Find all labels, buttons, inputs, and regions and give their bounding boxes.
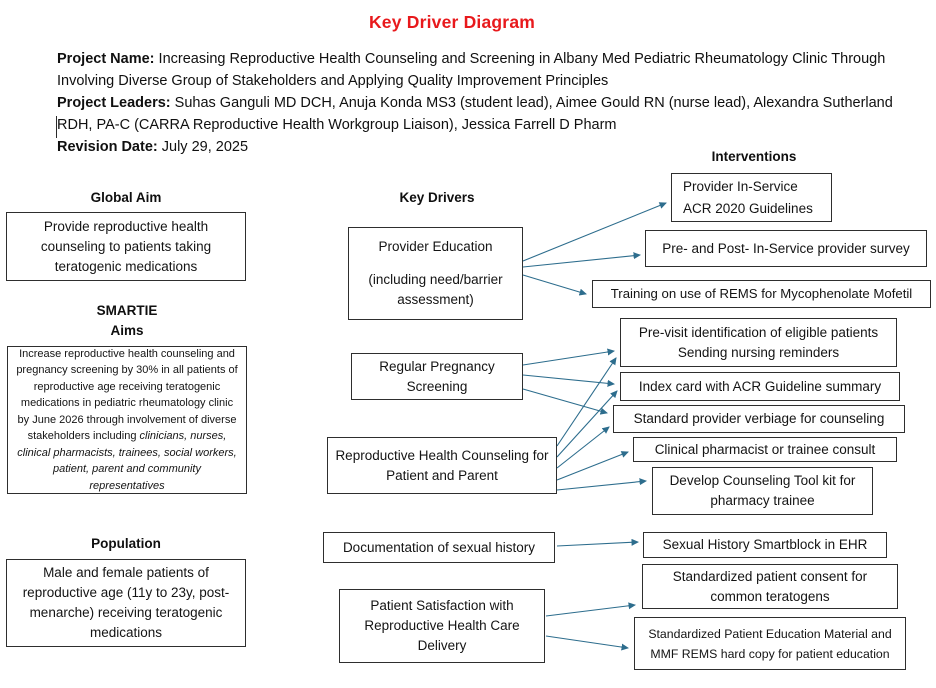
documentation-text: Documentation of sexual history <box>342 539 536 555</box>
smartie-aims-box: Increase reproductive health counseling … <box>7 346 247 494</box>
global-aim-header: Global Aim <box>90 190 162 205</box>
provider-education-title: Provider Education <box>378 239 493 254</box>
arrow-reproductive-counseling-to-clinical-pharmacist <box>556 451 629 481</box>
intervention-standard-verbiage-box: Standard provider verbiage for counselin… <box>613 405 905 433</box>
arrow-reproductive-counseling-to-develop-toolkit <box>556 478 647 491</box>
index-card-text: Index card with ACR Guideline summary <box>638 378 882 394</box>
intervention-index-card-box: Index card with ACR Guideline summary <box>620 372 900 401</box>
arrow-regular-pregnancy-to-previsit <box>522 348 615 366</box>
project-leaders-label: Project Leaders: <box>57 95 171 111</box>
project-name-line: Project Name: Increasing Reproductive He… <box>57 48 919 92</box>
project-name-text: Increasing Reproductive Health Counselin… <box>57 51 886 89</box>
patient-satisfaction-text: Patient Satisfaction with Reproductive H… <box>364 598 520 653</box>
intervention-training-rems-box: Training on use of REMS for Mycophenolat… <box>592 280 931 308</box>
population-text: Male and female patients of reproductive… <box>22 565 230 640</box>
provider-inservice-line1: Provider In-Service <box>683 178 798 194</box>
smartie-header-line1: SMARTIE <box>96 303 158 318</box>
provider-education-sub: (including need/barrier assessment) <box>368 272 503 307</box>
driver-patient-satisfaction-box: Patient Satisfaction with Reproductive H… <box>339 589 545 663</box>
arrow-regular-pregnancy-to-index-card <box>522 374 615 387</box>
arrow-patient-satisfaction-to-patient-consent <box>545 602 636 617</box>
driver-documentation-box: Documentation of sexual history <box>323 532 555 563</box>
revision-date-line: Revision Date: July 29, 2025 <box>57 136 919 158</box>
smartie-aims-text: Increase reproductive health counseling … <box>14 346 240 495</box>
global-aim-box: Provide reproductive health counseling t… <box>6 212 246 281</box>
smartie-header-line2: Aims <box>110 323 144 338</box>
arrow-regular-pregnancy-to-standard-verbiage <box>522 388 608 415</box>
driver-regular-pregnancy-box: Regular Pregnancy Screening <box>351 353 523 400</box>
prepost-survey-text: Pre- and Post- In-Service provider surve… <box>662 240 910 256</box>
regular-pregnancy-text: Regular Pregnancy Screening <box>379 358 495 394</box>
arrow-reproductive-counseling-to-previsit <box>556 357 617 447</box>
project-leaders-text: Suhas Ganguli MD DCH, Anuja Konda MS3 (s… <box>57 95 893 133</box>
project-info: Project Name: Increasing Reproductive He… <box>57 48 919 158</box>
intervention-previsit-box: Pre-visit identification of eligible pat… <box>620 318 897 367</box>
page-title: Key Driver Diagram <box>368 12 536 32</box>
patient-consent-text: Standardized patient consent for common … <box>672 568 868 604</box>
driver-reproductive-counseling-box: Reproductive Health Counseling for Patie… <box>327 437 557 494</box>
smartie-aims-text-italic: clinicians, nurses, clinical pharmacists… <box>17 430 237 492</box>
smartblock-text: Sexual History Smartblock in EHR <box>662 537 868 552</box>
population-header: Population <box>91 536 161 551</box>
clinical-pharmacist-text: Clinical pharmacist or trainee consult <box>654 441 876 457</box>
project-leaders-line: Project Leaders: Suhas Ganguli MD DCH, A… <box>57 92 919 136</box>
arrow-documentation-to-smartblock <box>556 538 639 547</box>
driver-provider-education-box: Provider Education (including need/barri… <box>348 227 523 320</box>
intervention-smartblock-box: Sexual History Smartblock in EHR <box>643 532 887 558</box>
revision-date-label: Revision Date: <box>57 139 158 155</box>
interventions-header: Interventions <box>711 149 797 164</box>
patient-education-text: Standardized Patient Education Material … <box>648 626 892 661</box>
smartie-aims-header: SMARTIE Aims <box>7 301 247 341</box>
intervention-prepost-survey-box: Pre- and Post- In-Service provider surve… <box>645 230 927 267</box>
key-drivers-header: Key Drivers <box>399 190 475 205</box>
arrow-reproductive-counseling-to-standard-verbiage <box>556 426 610 469</box>
global-aim-text: Provide reproductive health counseling t… <box>40 218 212 274</box>
develop-toolkit-text: Develop Counseling Tool kit for pharmacy… <box>669 473 856 508</box>
arrow-reproductive-counseling-to-index-card <box>556 390 618 458</box>
intervention-develop-toolkit-box: Develop Counseling Tool kit for pharmacy… <box>652 467 873 515</box>
arrow-patient-satisfaction-to-patient-education <box>545 635 629 651</box>
intervention-provider-inservice-box: Provider In-Service ACR 2020 Guidelines <box>671 173 832 222</box>
reproductive-counseling-text: Reproductive Health Counseling for Patie… <box>335 447 549 483</box>
project-name-label: Project Name: <box>57 51 155 67</box>
revision-date-text: July 29, 2025 <box>157 139 249 155</box>
arrow-provider-education-to-prepost-survey <box>522 252 641 268</box>
intervention-patient-education-box: Standardized Patient Education Material … <box>634 617 906 670</box>
intervention-clinical-pharmacist-box: Clinical pharmacist or trainee consult <box>633 437 897 462</box>
text-cursor <box>56 116 57 138</box>
provider-inservice-line2: ACR 2020 Guidelines <box>683 200 813 216</box>
standard-verbiage-text: Standard provider verbiage for counselin… <box>633 411 885 426</box>
training-rems-text: Training on use of REMS for Mycophenolat… <box>610 286 913 301</box>
arrow-provider-education-to-training-rems <box>522 274 587 296</box>
smartie-aims-text-normal: Increase reproductive health counseling … <box>16 347 238 443</box>
population-box: Male and female patients of reproductive… <box>6 559 246 647</box>
previsit-line1: Pre-visit identification of eligible pat… <box>638 324 879 340</box>
intervention-patient-consent-box: Standardized patient consent for common … <box>642 564 898 609</box>
previsit-line2: Sending nursing reminders <box>677 344 840 360</box>
